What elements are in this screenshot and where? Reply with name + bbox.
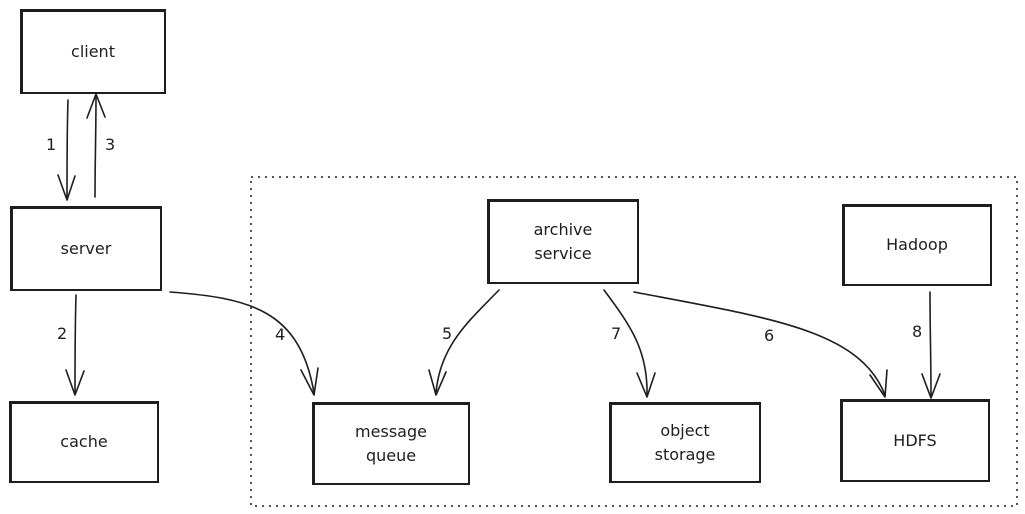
edge-8-label: 8 <box>912 322 923 341</box>
edge-8-arrow <box>921 291 941 399</box>
group-boundary <box>250 176 1018 507</box>
edge-5-label: 5 <box>442 324 453 343</box>
node-hdfs: HDFS <box>840 399 990 482</box>
node-object-storage: object storage <box>609 402 761 483</box>
edge-2-label: 2 <box>57 324 68 343</box>
edge-4-label: 4 <box>275 325 286 344</box>
node-hdfs-label: HDFS <box>893 430 937 450</box>
node-client: client <box>20 9 166 94</box>
node-archive-service: archive service <box>487 199 639 284</box>
node-hadoop-label: Hadoop <box>886 235 948 254</box>
edge-7-arrow <box>603 289 656 398</box>
node-server-label: server <box>60 238 112 258</box>
node-cache-label: cache <box>60 432 108 451</box>
edge-1-label: 1 <box>46 135 57 154</box>
edge-5-arrow <box>428 289 500 396</box>
node-message-queue: message queue <box>312 402 470 485</box>
edge-6-arrow <box>633 291 888 398</box>
edge-3-label: 3 <box>105 135 116 154</box>
node-cache: cache <box>9 401 159 483</box>
node-archive-service-label: archive service <box>533 219 593 263</box>
node-server: server <box>10 206 162 291</box>
edge-1-arrow <box>57 99 76 201</box>
edge-4-arrow <box>169 291 319 396</box>
edge-7-label: 7 <box>611 324 622 343</box>
node-hadoop: Hadoop <box>842 204 992 286</box>
edge-6-label: 6 <box>764 326 775 345</box>
edge-3-arrow <box>86 93 106 198</box>
node-client-label: client <box>71 41 115 61</box>
edge-2-arrow <box>65 294 85 396</box>
node-message-queue-label: message queue <box>355 421 427 465</box>
node-object-storage-label: object storage <box>654 420 716 464</box>
